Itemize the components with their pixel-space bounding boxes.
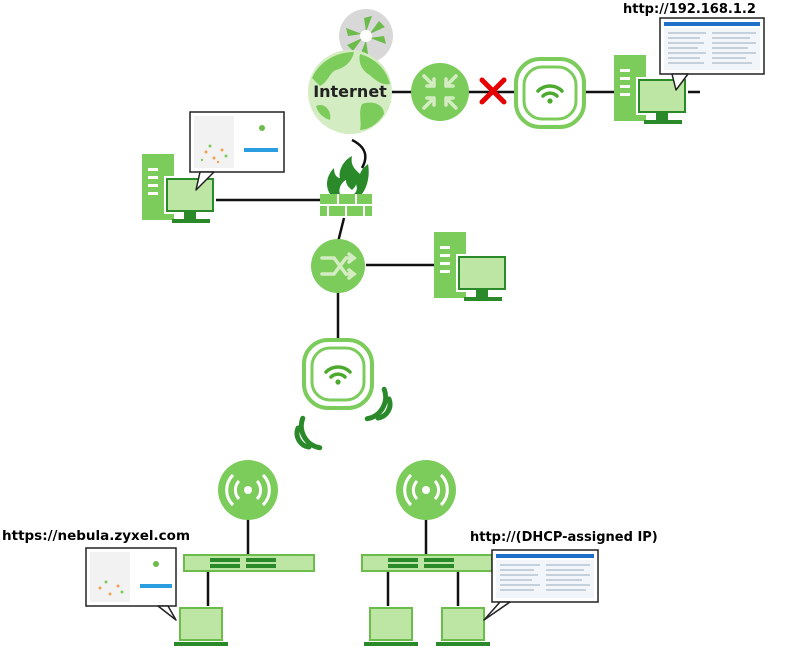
wireless-extender-icon [216, 458, 280, 522]
access-point-icon [304, 340, 372, 408]
switch-icon [361, 554, 493, 572]
firewall-icon [320, 156, 372, 216]
laptop-icon [173, 607, 229, 647]
local-gui-url-label: http://192.168.1.2 [623, 2, 756, 17]
router-icon [411, 63, 469, 121]
nebula-url-label: https://nebula.zyxel.com [2, 528, 190, 544]
blocked-connection-icon [479, 77, 507, 105]
laptop-icon [363, 607, 419, 647]
web-gui-screenshot-bubble [659, 17, 765, 91]
laptop-icon [435, 607, 491, 647]
nebula-cloud-logo-icon [339, 9, 393, 63]
wireless-extender-icon [394, 458, 458, 522]
switch-icon [183, 554, 315, 572]
dhcp-url-label: http://(DHCP-assigned IP) [470, 530, 658, 545]
internet-label: Internet [313, 82, 387, 101]
switch-icon [311, 239, 365, 293]
access-point-icon [516, 59, 584, 127]
nebula-screenshot-bubble [189, 111, 285, 191]
web-gui-screenshot-bubble [483, 549, 599, 621]
wireless-signal-icon [290, 418, 319, 455]
globe-icon [308, 50, 392, 134]
nebula-screenshot-bubble [85, 547, 177, 621]
desktop-computer-icon [433, 231, 509, 302]
